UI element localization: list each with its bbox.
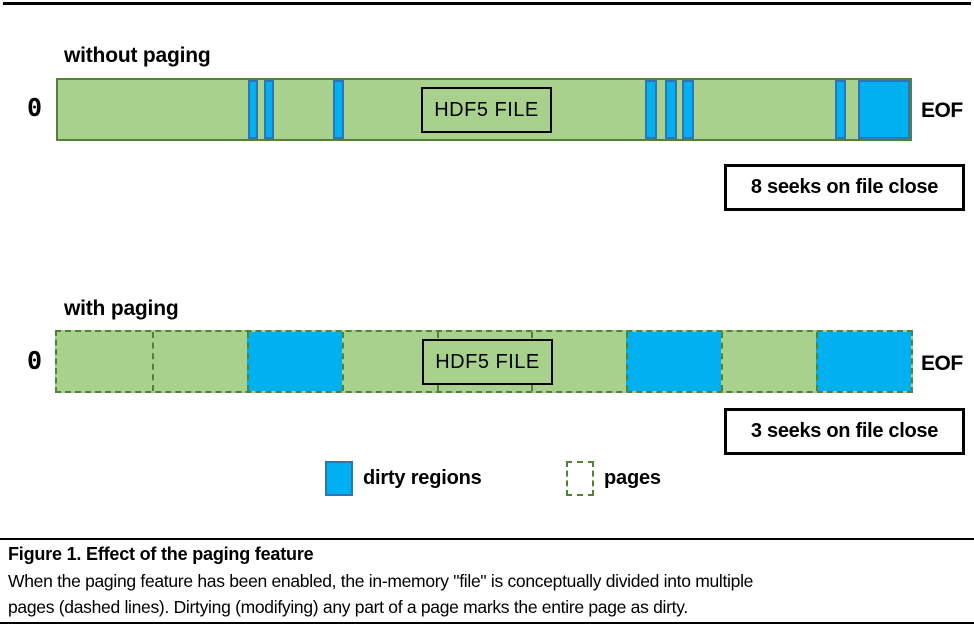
dirty-region (246, 332, 342, 391)
page-divider (721, 332, 724, 391)
page-swatch (566, 461, 594, 496)
file-start-offset-label: 0 (27, 346, 43, 375)
file-start-offset-label: 0 (27, 93, 43, 122)
seek-count-box-without-paging: 8 seeks on file close (724, 164, 965, 211)
figure-caption-text: pages (dashed lines). Dirtying (modifyin… (8, 597, 688, 617)
file-bar-with-paging: HDF5 FILE (55, 330, 913, 393)
dirty-region (248, 80, 258, 139)
dirty-region (645, 80, 657, 139)
top-border-line (3, 2, 971, 5)
eof-label: EOF (921, 99, 963, 122)
dirty-region-swatch (325, 461, 353, 496)
dirty-region (665, 80, 677, 139)
hdf5-file-box: HDF5 FILE (421, 87, 552, 133)
dirty-region (682, 80, 694, 139)
seek-count-label: 8 seeks on file close (750, 176, 939, 198)
hdf5-file-box: HDF5 FILE (422, 339, 553, 385)
eof-label: EOF (921, 352, 963, 375)
dirty-region (835, 80, 846, 139)
seek-count-box-with-paging: 3 seeks on file close (724, 408, 965, 455)
dirty-region (816, 332, 911, 391)
caption-top-rule (0, 538, 974, 540)
page-divider (816, 332, 819, 391)
hdf5-file-label: HDF5 FILE (435, 350, 540, 373)
caption-bottom-rule (0, 622, 974, 624)
page-divider (341, 332, 344, 391)
dirty-region (626, 332, 722, 391)
dirty-region (858, 80, 910, 139)
pages-legend-label: pages (604, 467, 661, 489)
hdf5-file-label: HDF5 FILE (434, 98, 539, 121)
figure-caption-title: Figure 1. Effect of the paging feature (8, 544, 314, 564)
page-divider (626, 332, 629, 391)
seek-count-label: 3 seeks on file close (750, 420, 939, 442)
figure-caption-text: When the paging feature has been enabled… (8, 571, 754, 591)
dirty-region (264, 80, 274, 139)
with-paging-title: with paging (64, 297, 179, 320)
file-bar-without-paging: HDF5 FILE (56, 78, 912, 141)
page-divider (246, 332, 249, 391)
dirty-region (333, 80, 344, 139)
dirty-regions-legend-label: dirty regions (363, 467, 482, 489)
without-paging-title: without paging (64, 44, 211, 67)
page-divider (151, 332, 154, 391)
